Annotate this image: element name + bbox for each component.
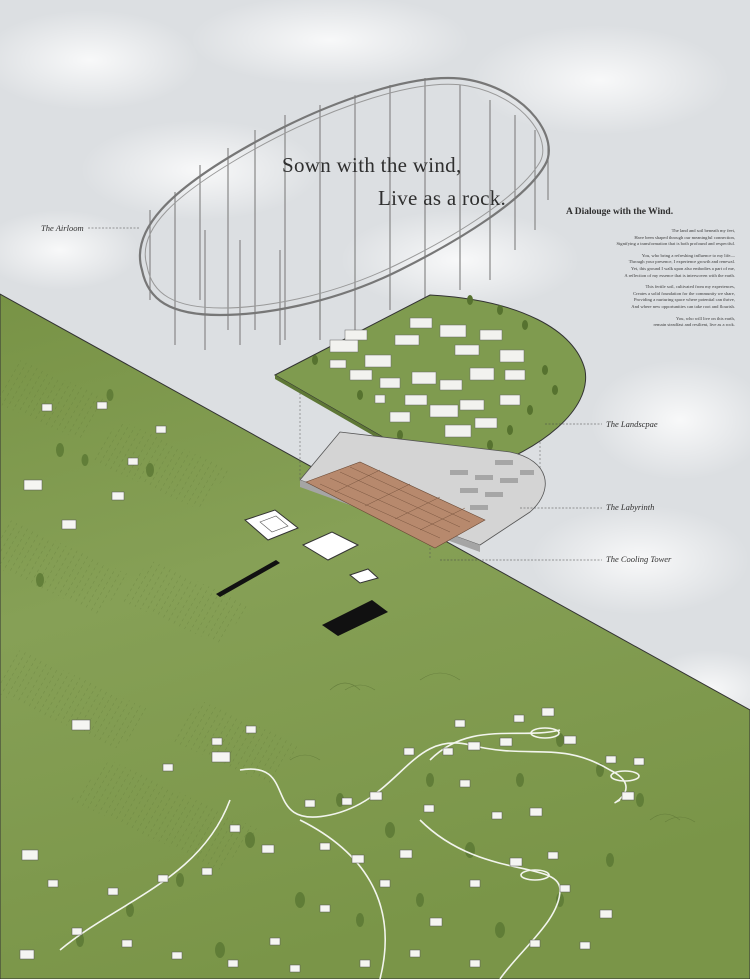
poster-title-line-2: Live as a rock. bbox=[378, 186, 507, 210]
poem-line: And where new opportunities can take roo… bbox=[631, 303, 735, 309]
dialogue-poem: The land and soil beneath my feet, Have … bbox=[535, 228, 735, 334]
poem-line: This fertile soil, cultivated from my ex… bbox=[645, 284, 735, 290]
poem-stanza: You, who bring a refreshing influence to… bbox=[535, 253, 735, 279]
poem-line: The land and soil beneath my feet, bbox=[671, 228, 735, 233]
village-paths bbox=[59, 727, 640, 979]
contour-hills bbox=[289, 672, 696, 823]
poem-line: You, who will live on this earth, bbox=[676, 315, 735, 321]
poem-line: remain steadfast and resilient, live as … bbox=[653, 322, 735, 328]
sky-clouds bbox=[0, 0, 750, 730]
housing-blocks bbox=[329, 317, 526, 438]
poem-line: Creates a solid foundation for the commu… bbox=[633, 290, 735, 296]
label-airloom: The Airloom bbox=[41, 223, 84, 233]
label-cooling-tower: The Cooling Tower bbox=[606, 554, 672, 564]
poem-stanza: You, who will live on this earth, remain… bbox=[535, 316, 735, 329]
labyrinth-slab bbox=[299, 431, 546, 552]
label-landscape: The Landscpae bbox=[606, 419, 658, 429]
poster-title-line-1: Sown with the wind, bbox=[282, 153, 462, 177]
poem-line: Providing a nurturing space where potent… bbox=[633, 297, 735, 303]
hillside-trees bbox=[36, 389, 644, 958]
poem-line: Yet, this ground I walk upon also embodi… bbox=[630, 265, 735, 271]
poem-line: Through your presence, I experience grow… bbox=[628, 259, 735, 265]
poem-line: Signifying a transformation that is both… bbox=[616, 241, 735, 247]
poem-line: A reflection of my essence that is inter… bbox=[624, 272, 735, 278]
landscape-platform bbox=[273, 294, 587, 475]
cooling-tower-pieces bbox=[216, 509, 388, 636]
poem-stanza: The land and soil beneath my feet, Have … bbox=[535, 228, 735, 248]
airloom-structure bbox=[138, 76, 550, 350]
village-houses bbox=[19, 401, 645, 973]
field-hatching bbox=[0, 360, 300, 870]
poem-stanza: This fertile soil, cultivated from my ex… bbox=[535, 284, 735, 310]
poem-line: You, who bring a refreshing influence to… bbox=[641, 252, 735, 258]
dialogue-heading: A Dialouge with the Wind. bbox=[566, 207, 674, 217]
label-labyrinth: The Labyrinth bbox=[606, 502, 655, 512]
poem-line: Have been shaped through our meaningful … bbox=[634, 234, 735, 240]
airloom-ring bbox=[138, 76, 550, 317]
